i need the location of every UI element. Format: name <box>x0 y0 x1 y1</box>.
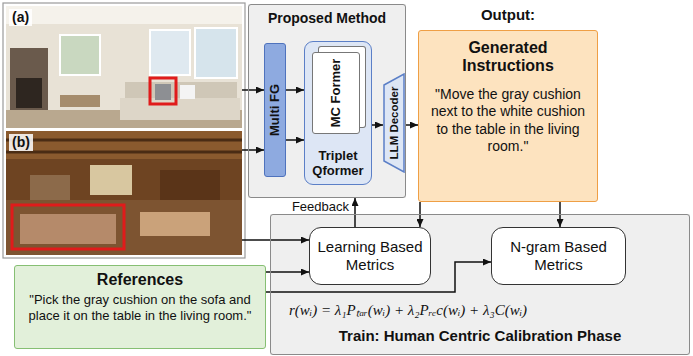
beam <box>6 139 242 142</box>
arrow-connector <box>372 124 383 126</box>
box-heading: Generated Instructions <box>427 39 589 76</box>
table <box>60 95 100 107</box>
module-name: Multi FG <box>268 84 282 136</box>
fireplace <box>10 48 48 112</box>
sofa <box>120 98 240 120</box>
box-label: N-gram Based Metrics <box>496 238 621 274</box>
wall <box>6 6 242 128</box>
photo-frame <box>3 3 245 258</box>
living-room-photo <box>6 6 242 128</box>
edge-label: Feedback <box>290 199 351 214</box>
cushion <box>155 84 171 100</box>
sofa <box>140 212 210 236</box>
box-heading: References <box>21 271 259 289</box>
module-card: MC Former <box>312 52 360 134</box>
fireplace-opening <box>16 78 42 108</box>
panel-letter: (b) <box>9 134 33 151</box>
arrow-connector <box>286 139 304 141</box>
panel-letter: (a) <box>9 9 32 26</box>
arrow-connector <box>286 89 304 91</box>
cabinet <box>160 170 220 204</box>
window <box>150 30 190 75</box>
panel-fill <box>270 214 690 355</box>
panel-title: Output: <box>418 4 598 28</box>
photo-panel: (a) <box>6 6 242 128</box>
trapezoid-shape <box>384 74 404 172</box>
panel-title: Train: Human Centric Calibration Phase <box>271 327 689 344</box>
wall <box>6 131 242 255</box>
target-box <box>150 78 176 104</box>
arrow-connector <box>266 271 309 273</box>
instruction-box: Generated Instructions "Move the gray cus… <box>418 30 598 202</box>
ceiling <box>6 131 242 159</box>
window <box>90 165 132 195</box>
shelf <box>30 175 70 200</box>
instruction-text: "Move the gray cushion next to the white… <box>427 86 589 156</box>
reference-box: References "Pick the gray cushion on the … <box>14 265 266 349</box>
ceiling <box>6 6 242 24</box>
photo-panel: (b) <box>6 131 242 255</box>
metric-box: Learning Based Metrics <box>309 227 431 285</box>
module-name: LLM Decoder <box>388 87 401 160</box>
module-name: Triplet Qformer <box>305 149 371 179</box>
window <box>195 28 237 78</box>
arrow-connector <box>354 198 356 227</box>
rug <box>20 214 116 244</box>
panel-fill <box>248 4 406 198</box>
training-panel: r(wᵢ) = λ₁Pₜₐᵣ(wᵢ) + λ₂Pᵣₑc(wᵢ) + λ₃C(wᵢ… <box>270 214 690 355</box>
formula: r(wᵢ) = λ₁Pₜₐᵣ(wᵢ) + λ₂Pᵣₑc(wᵢ) + λ₃C(wᵢ… <box>289 299 527 319</box>
arrow-connector <box>242 149 264 151</box>
box-label: Learning Based Metrics <box>314 238 426 274</box>
arrow-connector <box>242 239 309 241</box>
decoder-shape: LLM Decoder <box>383 73 405 173</box>
output-box: Output: Generated Instructions "Move the g… <box>418 4 598 202</box>
cushion <box>180 85 195 99</box>
metric-box: N-gram Based Metrics <box>491 227 626 285</box>
module-name: MC Former <box>329 58 343 128</box>
beam <box>6 151 242 154</box>
panel-title: Proposed Method <box>249 10 405 26</box>
wooden-room-photo <box>6 131 242 255</box>
target-box <box>12 205 124 249</box>
reference-text: "Pick the gray cushion on the sofa and p… <box>21 292 259 323</box>
arrow-connector <box>405 124 418 126</box>
floor <box>6 200 242 255</box>
module-bar: Multi FG <box>264 43 286 177</box>
arrow-connector <box>242 89 264 91</box>
window <box>60 35 100 75</box>
module-box: Triplet Qformer MC Former <box>304 41 372 185</box>
method-panel: Proposed MethodMulti FG Triplet Qformer MC… <box>248 4 406 198</box>
